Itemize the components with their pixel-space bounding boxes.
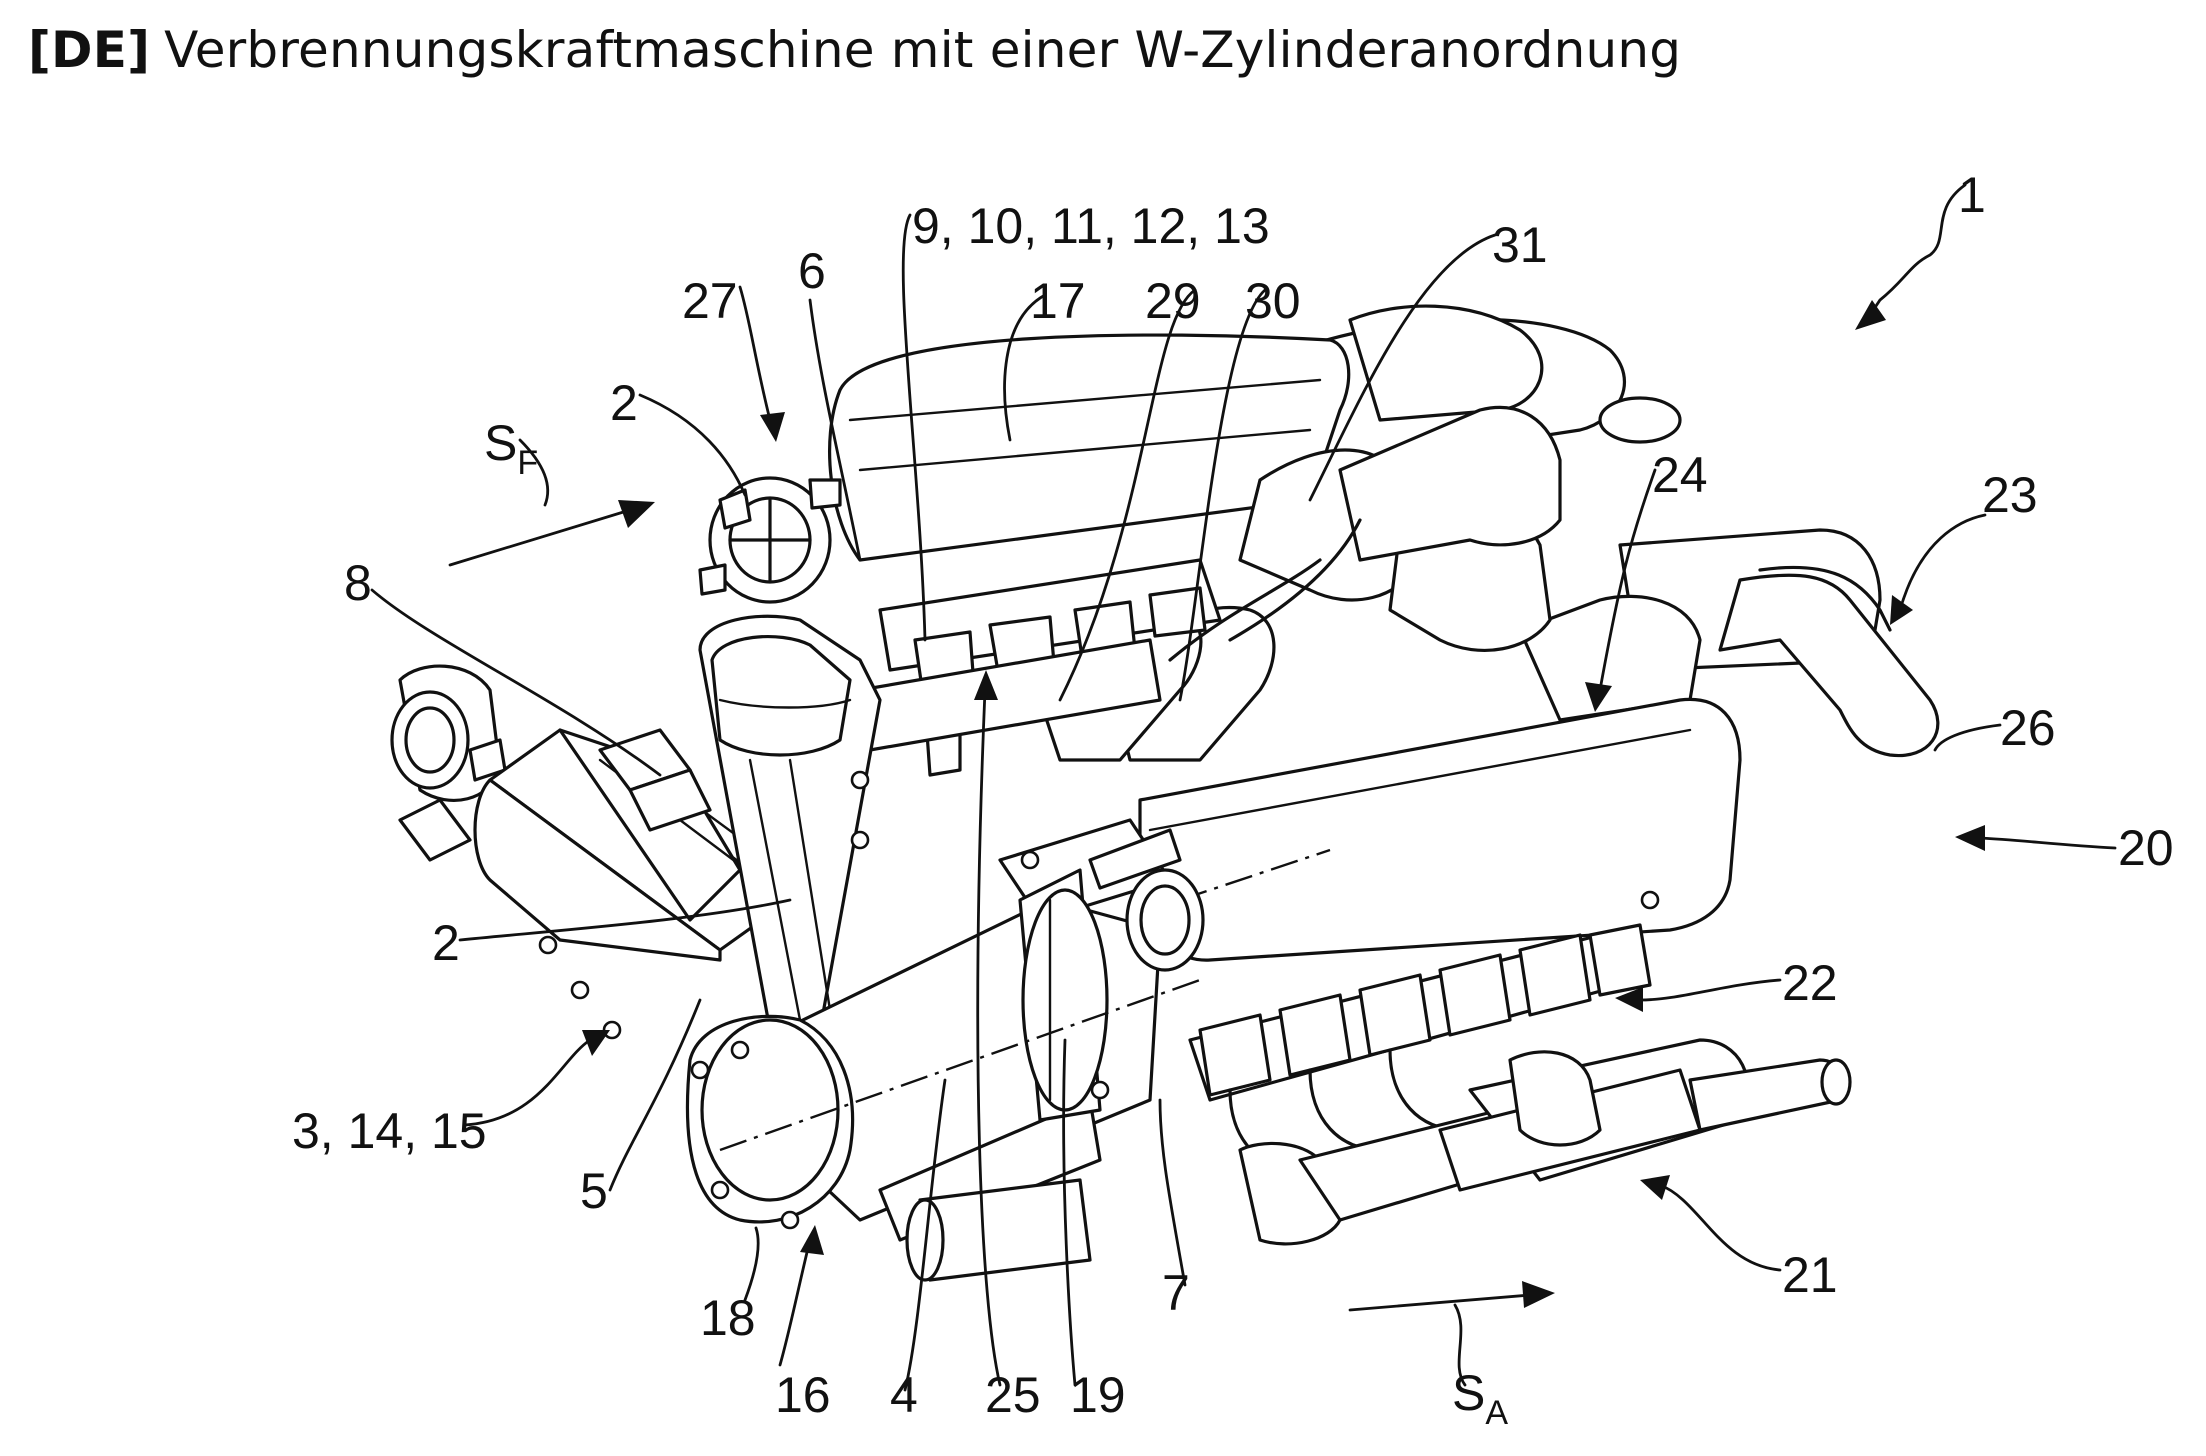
leader-lines — [370, 183, 2117, 1392]
ref-24: 24 — [1652, 447, 1708, 503]
exhaust-flow-sub: A — [1485, 1394, 1508, 1432]
ref-3-14-15: 3, 14, 15 — [292, 1103, 487, 1159]
front-timing-cover — [685, 978, 1201, 1224]
intake-flow-label: SF — [484, 415, 538, 482]
page-title: [DE]Verbrennungskraftmaschine mit einer … — [28, 14, 1681, 86]
ref-16: 16 — [775, 1367, 831, 1423]
lower-exhaust-system — [1238, 1038, 1852, 1246]
patent-title: Verbrennungskraftmaschine mit einer W-Zy… — [164, 21, 1682, 79]
exhaust-flow-label: SA — [1452, 1365, 1508, 1432]
ref-29: 29 — [1145, 273, 1201, 329]
ref-18: 18 — [700, 1290, 756, 1346]
exhaust-flange-3 — [1358, 973, 1432, 1057]
ref-30: 30 — [1245, 273, 1301, 329]
intake-flow-main: S — [484, 415, 517, 471]
top-throttle-body — [698, 476, 842, 604]
ref-31: 31 — [1492, 217, 1548, 273]
upper-exhaust-pipes — [1308, 304, 1940, 758]
ref-4: 4 — [890, 1367, 918, 1423]
ref-8: 8 — [344, 555, 372, 611]
exhaust-flange-5 — [1518, 933, 1592, 1017]
ref-26: 26 — [2000, 700, 2056, 756]
ref-22: 22 — [1782, 955, 1838, 1011]
intake-flow-sub: F — [517, 444, 538, 482]
exhaust-manifold — [1188, 923, 1652, 1172]
ref-6: 6 — [798, 243, 826, 299]
exhaust-flange-2 — [1278, 993, 1352, 1077]
injector-row — [858, 558, 1222, 777]
exhaust-flow-main: S — [1452, 1365, 1485, 1421]
ref-19: 19 — [1070, 1367, 1126, 1423]
ref-5: 5 — [580, 1163, 608, 1219]
ref-21: 21 — [1782, 1247, 1838, 1303]
ref-27: 27 — [682, 273, 738, 329]
intake-plenum — [827, 333, 1351, 562]
exhaust-flange-1 — [1198, 1013, 1272, 1097]
center-cylinder-bank — [698, 614, 882, 1032]
left-cylinder-bank — [473, 728, 792, 962]
exhaust-flange-6 — [1588, 923, 1652, 997]
ref-23: 23 — [1982, 467, 2038, 523]
exhaust-flow-arrow — [1348, 1281, 1555, 1387]
ref-2-left: 2 — [432, 915, 460, 971]
ref-1: 1 — [1958, 167, 1986, 223]
ref-2-top: 2 — [610, 375, 638, 431]
ref-9-13: 9, 10, 11, 12, 13 — [912, 198, 1270, 254]
right-intake-flange — [1088, 828, 1205, 972]
ref-20: 20 — [2118, 820, 2174, 876]
flow-direction-labels: SF SA — [484, 415, 1508, 1432]
language-tag: [DE] — [28, 21, 151, 79]
left-throttle-body — [390, 664, 507, 862]
ref-25: 25 — [985, 1367, 1041, 1423]
exhaust-flange-4 — [1438, 953, 1512, 1037]
reference-labels: 1 2 27 6 9, 10, 11, 12, 13 17 29 30 31 2… — [292, 167, 2174, 1423]
exhaust-silencer-block — [1138, 697, 1742, 962]
ref-17: 17 — [1030, 273, 1086, 329]
ref-7: 7 — [1162, 1265, 1190, 1321]
intake-flow-arrow — [448, 438, 655, 567]
